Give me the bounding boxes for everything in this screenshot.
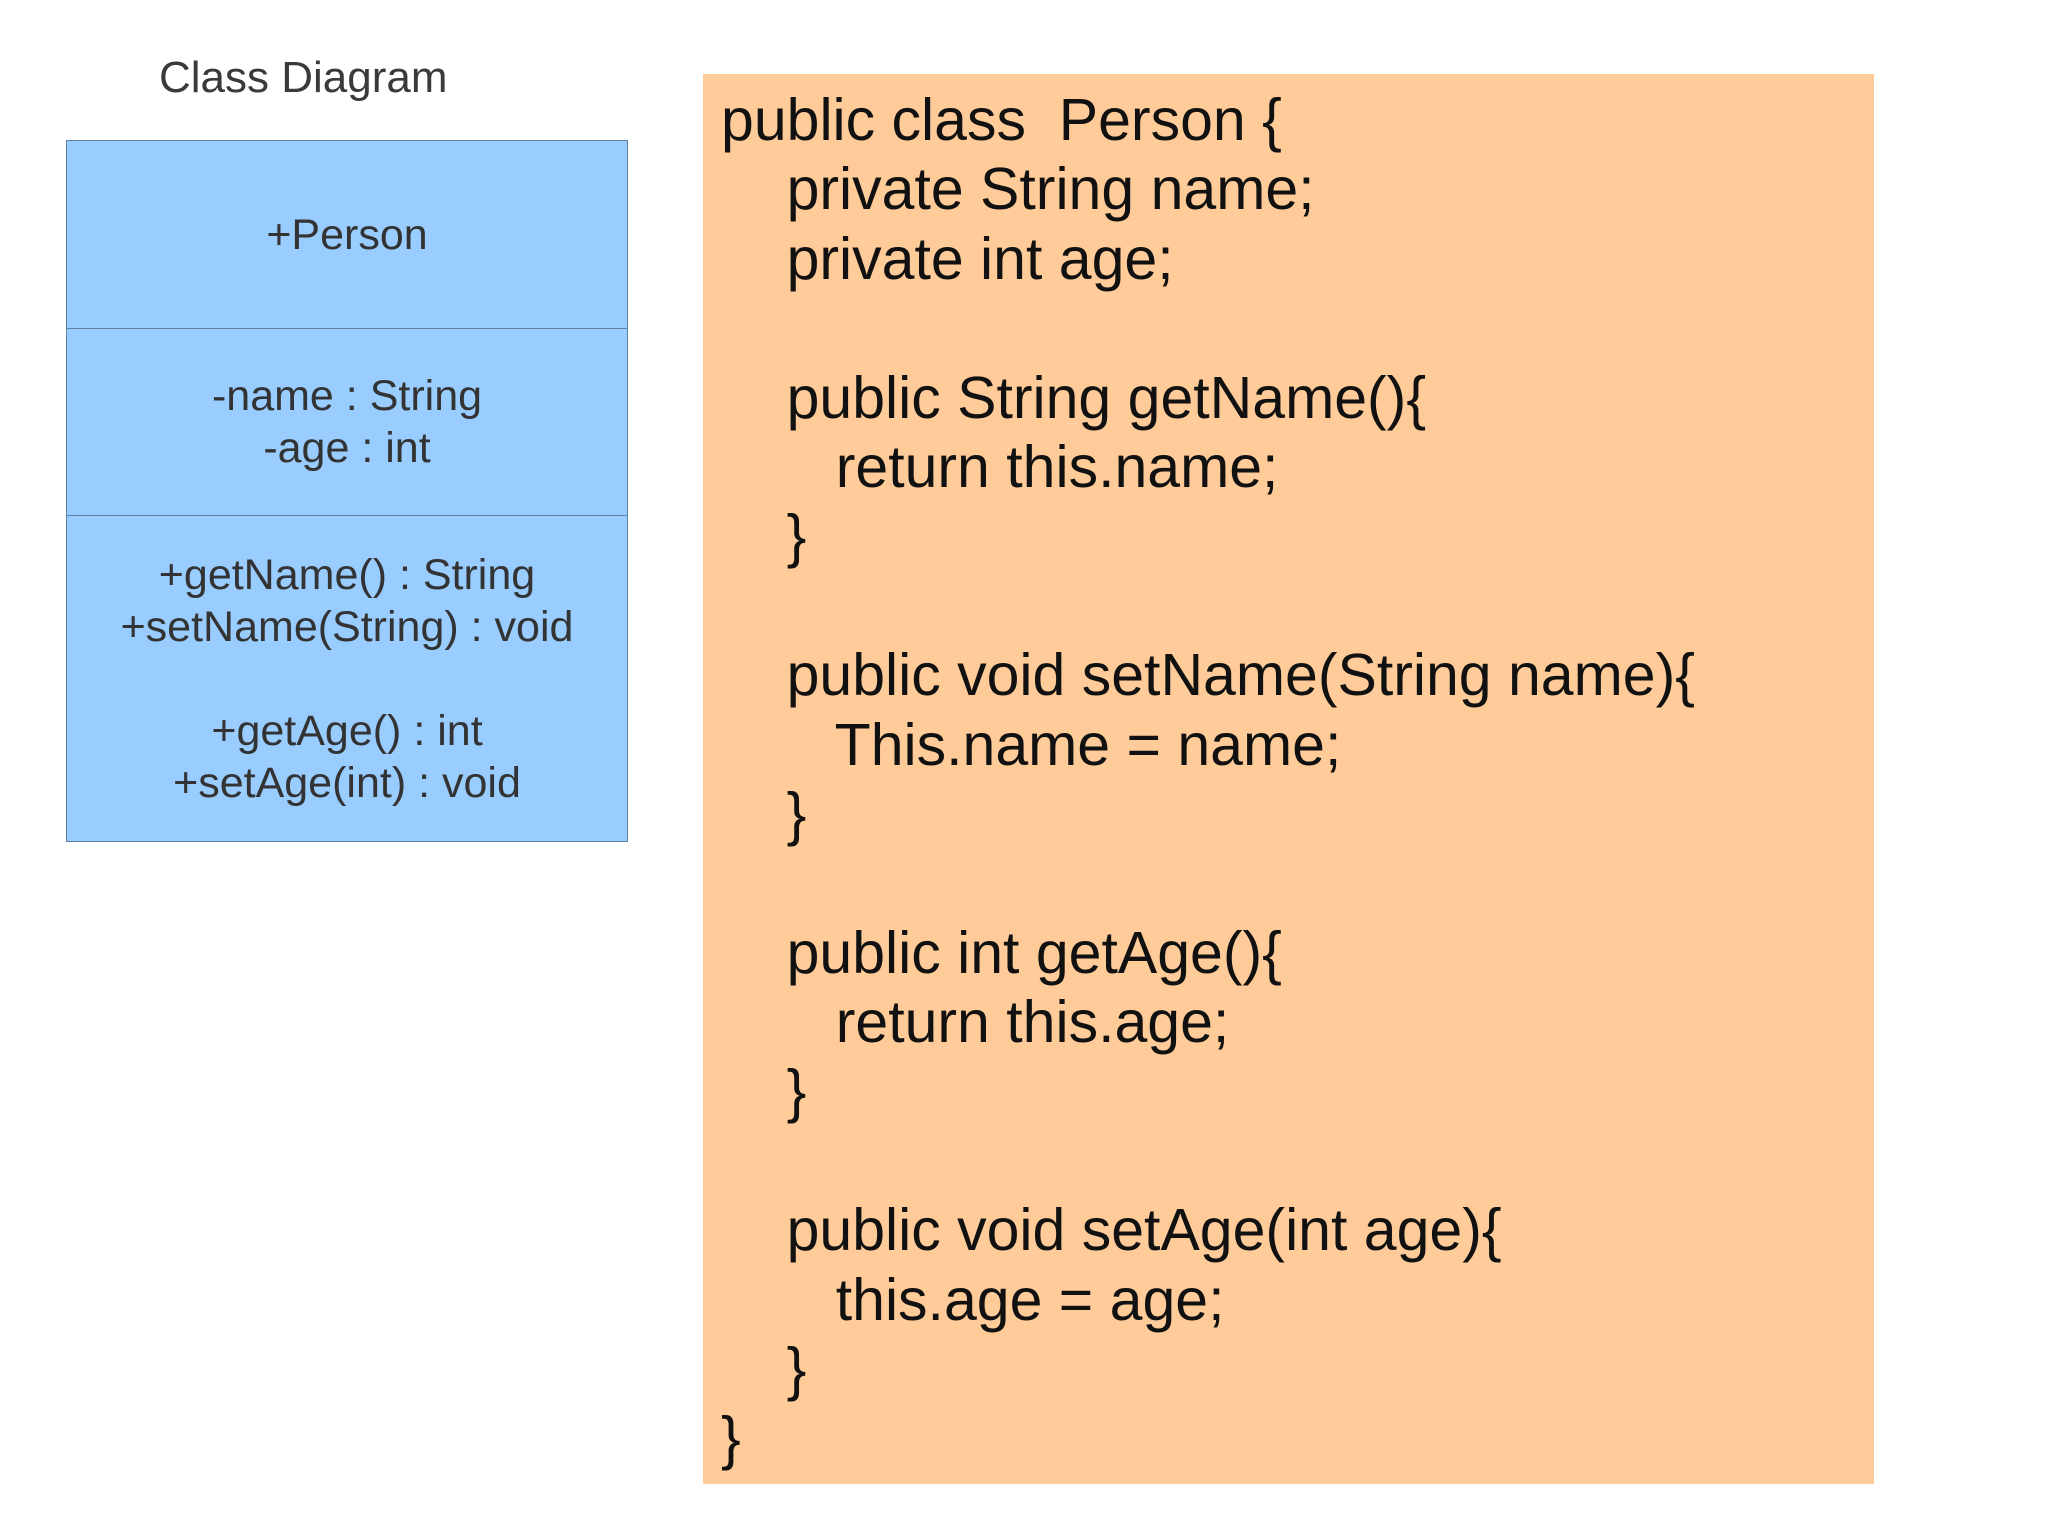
code-line: }: [721, 1405, 741, 1472]
code-line: public class Person {: [721, 87, 1282, 153]
uml-methods-compartment: +getName() : String +setName(String) : v…: [67, 516, 627, 842]
code-line: This.name = name;: [721, 711, 1342, 778]
code-line: public void setName(String name){: [721, 642, 1695, 709]
uml-method: +getName() : String: [158, 551, 536, 599]
uml-method: +getAge() : int: [211, 707, 483, 755]
uml-class-box: +Person -name : String -age : int +getNa…: [66, 140, 628, 842]
code-line: private String name;: [721, 156, 1315, 223]
code-line: [721, 1127, 1874, 1196]
uml-attribute: -name : String: [211, 372, 483, 420]
code-line: this.age = age;: [721, 1266, 1225, 1333]
code-line: [721, 294, 1874, 363]
uml-attribute: -age : int: [263, 424, 431, 472]
code-line: return this.name;: [721, 433, 1279, 500]
code-line: }: [721, 1336, 807, 1403]
uml-class-name-compartment: +Person: [67, 141, 627, 329]
code-line: public int getAge(){: [721, 919, 1282, 986]
code-line: [721, 849, 1874, 918]
uml-method: +setAge(int) : void: [173, 759, 521, 807]
diagram-caption: Class Diagram: [159, 53, 448, 102]
uml-class-name: +Person: [266, 210, 428, 259]
code-line: public String getName(){: [721, 364, 1427, 431]
code-line: }: [721, 1058, 807, 1125]
code-line: private int age;: [721, 225, 1174, 292]
code-line: }: [721, 780, 807, 847]
code-line: public void setAge(int age){: [721, 1197, 1502, 1264]
uml-attributes-compartment: -name : String -age : int: [67, 329, 627, 516]
code-line: }: [721, 503, 807, 570]
code-line: [721, 572, 1874, 641]
code-panel: public class Person { private String nam…: [703, 74, 1874, 1484]
code-line: return this.age;: [721, 989, 1230, 1056]
uml-method: +setName(String) : void: [120, 603, 574, 651]
